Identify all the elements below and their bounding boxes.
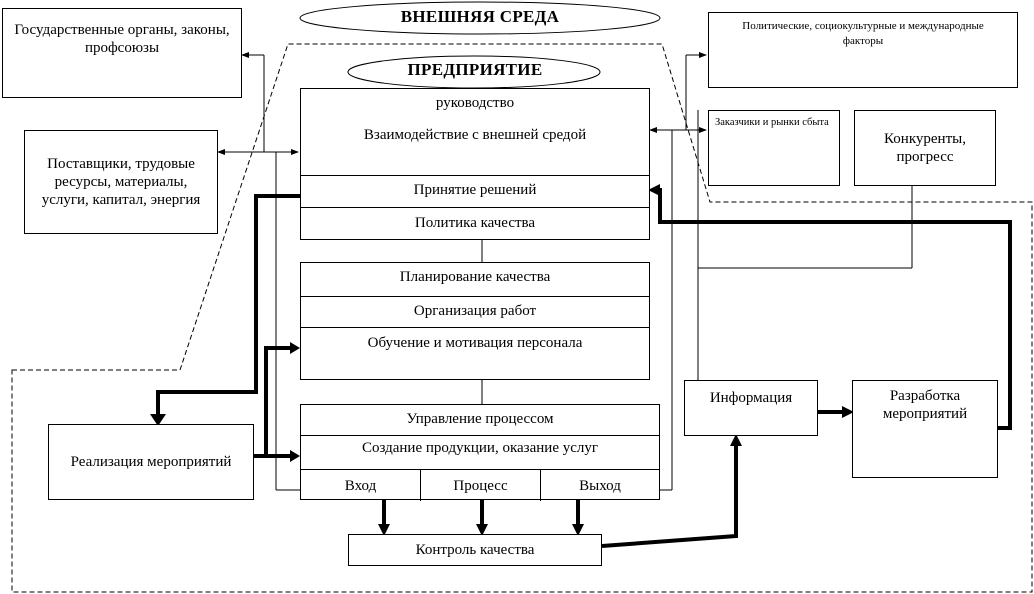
measures-implementation-box: Реализация мероприятий (48, 424, 254, 500)
quality-planning-label: Планирование качества (399, 269, 551, 285)
arrow-control-to-information (601, 440, 738, 548)
process-block: Управление процессом Создание продукции,… (300, 404, 660, 501)
output-cell: Выход (579, 478, 621, 494)
arrow-implementation-to-training (254, 346, 296, 458)
external-environment-title: ВНЕШНЯЯ СРЕДА (400, 7, 560, 26)
training-label: Обучение и мотивация персонала (301, 327, 649, 359)
input-cell: Вход (301, 469, 421, 501)
enterprise-title: ПРЕДПРИЯТИЕ (407, 60, 543, 79)
suppliers-box: Поставщики, трудовые ресурсы, материалы,… (24, 130, 218, 234)
external-environment-ellipse (299, 1, 661, 35)
enterprise-boundary (11, 43, 1033, 593)
management-block: руководство Взаимодействие с внешней сре… (300, 88, 650, 240)
customers-box: Заказчики и рынки сбыта (708, 110, 840, 186)
political-factors-box: Политические, социокультурные и междунар… (708, 12, 1018, 88)
planning-block: Планирование качества Организация работ … (300, 262, 650, 380)
competitors-box: Конкуренты, прогресс (854, 110, 996, 186)
quality-control-box: Контроль качества (348, 534, 602, 566)
government-box: Государственные органы, законы, профсоюз… (2, 8, 242, 98)
arrow-decisions-to-implementation (156, 194, 300, 418)
information-box: Информация (684, 380, 818, 436)
decisions-label: Принятие решений (301, 175, 649, 207)
quality-policy-label: Политика качества (301, 207, 649, 241)
process-management-label: Управление процессом (406, 411, 554, 427)
io-row (301, 469, 659, 501)
leadership-label: руководство (435, 95, 515, 111)
production-label: Создание продукции, оказание услуг (301, 435, 659, 469)
process-cell: Процесс (421, 469, 541, 501)
interaction-label: Взаимодействие с внешней средой (363, 127, 587, 143)
work-organization-label: Организация работ (301, 296, 649, 328)
measures-development-box: Разработка мероприятий (852, 380, 998, 478)
